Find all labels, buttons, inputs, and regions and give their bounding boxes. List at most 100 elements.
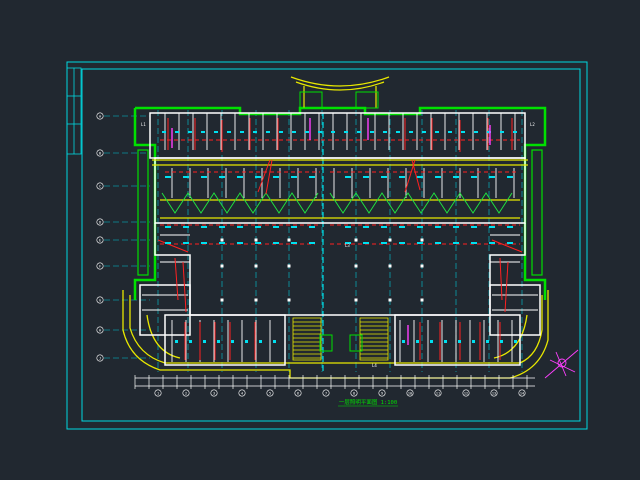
light-fixture — [507, 176, 513, 178]
light-fixture — [203, 340, 206, 343]
row-axis-label: G — [99, 298, 101, 302]
light-fixture — [345, 226, 351, 228]
light-fixture — [240, 131, 244, 133]
stair-green — [299, 91, 379, 352]
row-axis-label: C — [99, 184, 101, 188]
wiring-run — [157, 239, 189, 253]
bubble-circle — [96, 182, 104, 190]
column-axis-bubble: 7 — [322, 389, 330, 397]
row-axis-label: D — [99, 220, 101, 224]
light-fixture — [231, 340, 234, 343]
bubble-circle — [518, 389, 526, 397]
bubble-circle — [294, 389, 302, 397]
light-fixture — [430, 340, 433, 343]
column-axis-label: 4 — [241, 392, 243, 396]
light-fixture — [188, 131, 192, 133]
row-axis-label: J — [99, 356, 101, 360]
row-axis-bubble: G — [96, 296, 104, 304]
column-dot — [220, 238, 224, 242]
light-fixture — [309, 226, 315, 228]
column-axis-label: 14 — [520, 392, 524, 396]
column-dot — [287, 238, 291, 242]
drawing-title: 一层照明平面图 1:100 — [339, 398, 397, 406]
column-dot — [420, 238, 424, 242]
column-axis-bubble: 1 — [154, 389, 162, 397]
column-dot — [220, 264, 224, 268]
column-axis-bubble: 12 — [462, 389, 470, 397]
light-fixture — [453, 242, 459, 244]
light-fixture — [448, 131, 452, 133]
light-fixture — [217, 340, 220, 343]
column-axis-label: 2 — [185, 392, 187, 396]
yellow-wings — [122, 290, 549, 379]
left-green-column — [137, 149, 543, 276]
room-tag-1: L1 — [141, 122, 146, 127]
light-fixture — [435, 131, 439, 133]
light-fixture — [309, 242, 315, 244]
light-fixture — [189, 340, 192, 343]
accent-lines — [171, 118, 491, 345]
row-axis-label: E — [99, 238, 101, 242]
light-fixture — [471, 176, 477, 178]
bubble-circle — [96, 326, 104, 334]
row-axis-bubble: D — [96, 218, 104, 226]
light-fixture — [291, 226, 297, 228]
light-fixture — [214, 131, 218, 133]
light-fixture — [165, 242, 171, 244]
light-fixture — [471, 242, 477, 244]
bubble-circle — [350, 389, 358, 397]
wiring-run — [265, 159, 273, 195]
wiring-run — [182, 261, 187, 313]
bubble-circle — [96, 236, 104, 244]
building-walls — [139, 112, 541, 366]
light-fixture — [500, 131, 504, 133]
column-axis-bubble: 10 — [406, 389, 414, 397]
row-axis-label: F — [99, 264, 101, 268]
light-fixture — [165, 176, 171, 178]
light-fixture — [444, 340, 447, 343]
column-dot — [420, 298, 424, 302]
light-fixture — [273, 340, 276, 343]
column-axis-label: 1 — [157, 392, 159, 396]
light-fixture — [363, 242, 369, 244]
lighting-circuit-zigzag — [161, 192, 319, 214]
stairs — [292, 317, 389, 361]
light-fixture — [279, 131, 283, 133]
column-dot — [254, 298, 258, 302]
light-fixture — [344, 131, 348, 133]
light-fixtures — [162, 131, 517, 343]
bubble-circle — [96, 262, 104, 270]
bubble-circle — [154, 389, 162, 397]
column-axis-bubble: 6 — [294, 389, 302, 397]
column-dot — [254, 238, 258, 242]
light-fixture — [513, 131, 517, 133]
column-dot — [220, 298, 224, 302]
bubble-circle — [96, 149, 104, 157]
light-fixture — [474, 131, 478, 133]
column-axis-label: 7 — [325, 392, 327, 396]
column-axis-bubble: 4 — [238, 389, 246, 397]
room-tag-2: L2 — [530, 122, 535, 127]
bubble-circle — [266, 389, 274, 397]
light-fixture — [507, 226, 513, 228]
light-fixture — [461, 131, 465, 133]
bubble-circle — [378, 389, 386, 397]
dimension-ticks — [134, 375, 528, 389]
light-fixture — [245, 340, 248, 343]
entrance-canopy — [290, 76, 390, 108]
row-axis-label: H — [99, 328, 101, 332]
column-axis-bubble: 2 — [182, 389, 190, 397]
light-fixture — [381, 226, 387, 228]
bubble-circle — [462, 389, 470, 397]
column-dot — [354, 238, 358, 242]
wiring-run — [499, 257, 503, 301]
column-axis-bubble: 11 — [434, 389, 442, 397]
electrical-wiring — [157, 118, 523, 360]
light-fixture — [318, 131, 322, 133]
column-axis-label: 5 — [269, 392, 271, 396]
light-fixture — [345, 242, 351, 244]
bubble-circle — [210, 389, 218, 397]
column-axis-label: 3 — [213, 392, 215, 396]
bubble-circle — [96, 218, 104, 226]
